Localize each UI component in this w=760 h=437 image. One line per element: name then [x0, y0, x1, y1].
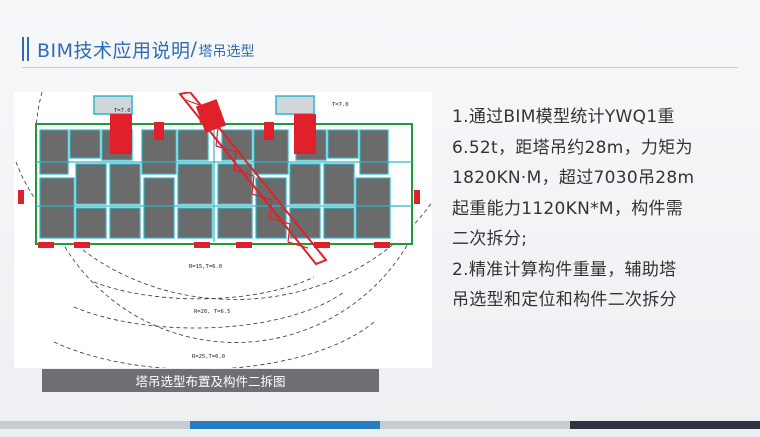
- slide-title: BIM技术应用说明 / 塔吊选型: [22, 34, 254, 64]
- point2-line: 2.精准计算构件重量，辅助塔: [452, 259, 677, 280]
- point1-line: 1820KN·M，超过7030吊28m: [452, 168, 695, 188]
- point1-line: 起重能力1120KN*M，构件需: [452, 198, 684, 219]
- slab-cells: [39, 129, 391, 239]
- radius-label-2: R=20, T=6.5: [194, 309, 230, 315]
- radius-label-1: R=15,T=6.0: [189, 264, 222, 270]
- cyan-walls: [36, 126, 412, 242]
- point1-line: 6.52t，距塔吊约28m，力矩为: [452, 137, 693, 158]
- title-main: BIM技术应用说明: [37, 39, 191, 62]
- title-separator: /: [190, 38, 198, 60]
- radius-label-3: R=25,T=6.0: [192, 354, 225, 360]
- point1-line: 二次拆分;: [452, 229, 528, 249]
- crane-boom: [178, 92, 328, 266]
- strip-segment: [0, 421, 190, 429]
- drawing-caption: 塔吊选型布置及构件二拆图: [42, 369, 379, 392]
- crane-layout-drawing: T=7.0 T=7.0 R=15,T=6.0 R=20, T=6.5 R=25,…: [14, 92, 432, 368]
- point2-line: 吊选型和定位和构件二次拆分: [452, 290, 677, 310]
- title-marker-icon: [22, 37, 29, 61]
- tower-label-1: T=7.0: [114, 108, 131, 114]
- strip-segment: [190, 421, 380, 429]
- crane-layout-svg: T=7.0 T=7.0 R=15,T=6.0 R=20, T=6.5 R=25,…: [15, 92, 432, 368]
- bottom-color-strip: [0, 421, 760, 429]
- point1-line: 1.通过BIM模型统计YWQ1重: [452, 107, 675, 127]
- title-sub: 塔吊选型: [198, 43, 255, 60]
- strip-segment: [570, 421, 760, 429]
- title-divider: [22, 67, 738, 68]
- description-text: 1.通过BIM模型统计YWQ1重 6.52t，距塔吊约28m，力矩为 1820K…: [452, 102, 742, 316]
- strip-segment: [380, 421, 570, 429]
- red-components: [18, 114, 420, 248]
- tower-label-2: T=7.0: [332, 102, 349, 108]
